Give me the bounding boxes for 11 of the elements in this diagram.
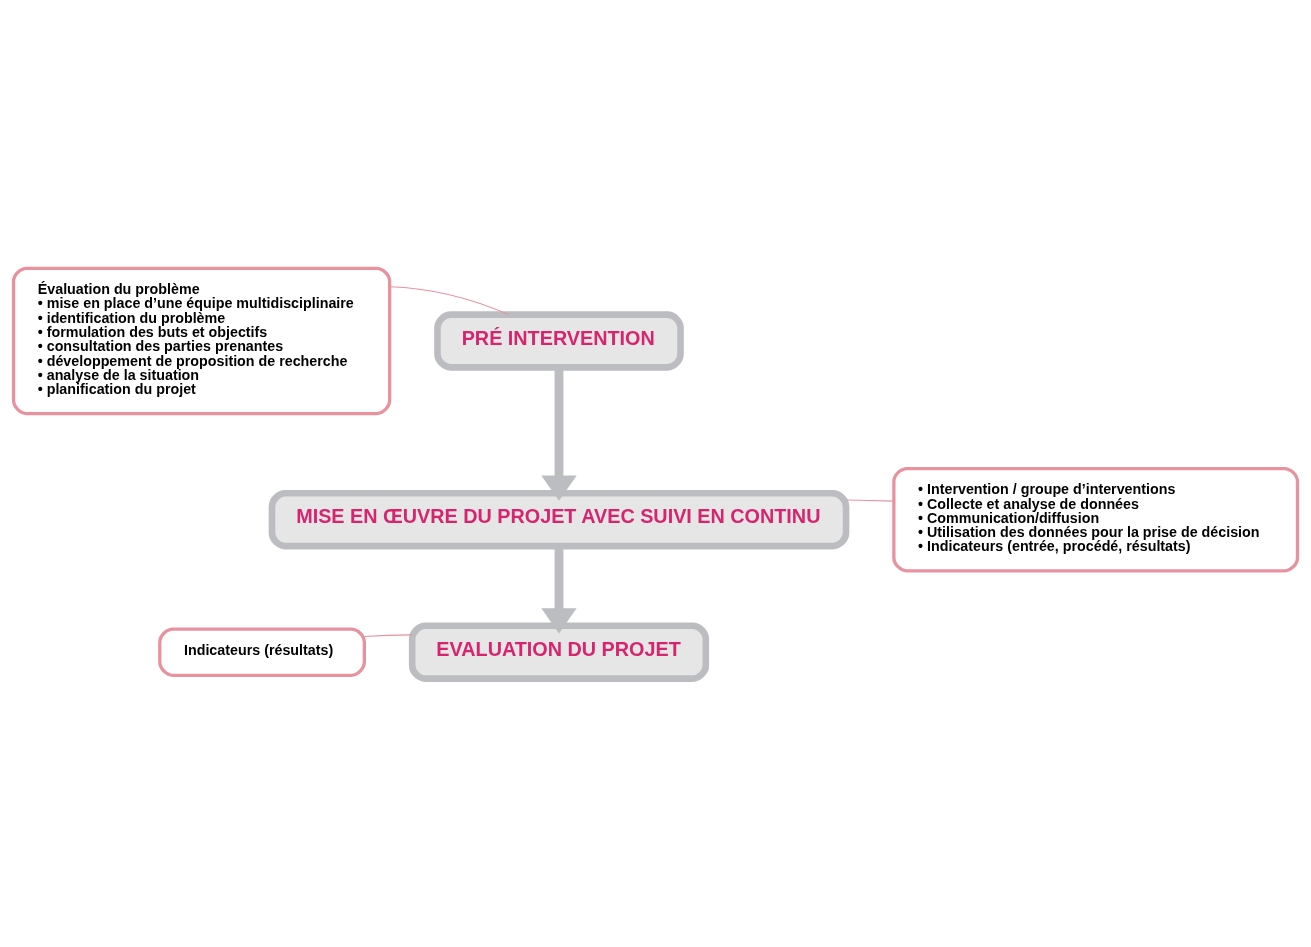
connector xyxy=(389,286,509,316)
node-box: EVALUATION DU PROJET xyxy=(408,622,710,682)
node-box: Indicateurs (résultats) xyxy=(158,627,366,677)
node-box: • Intervention / groupe d’interventions • Collecte et analyse de données • Communication/diffusion • Utilisation des données pour la prise de décision • Indicateurs (entrée, procédé, résultats) xyxy=(892,466,1300,573)
connector xyxy=(845,499,894,502)
arrow xyxy=(541,546,577,634)
arrow xyxy=(541,367,577,501)
node-box: MISE EN ŒUVRE DU PROJET AVEC SUIVI EN CONTINU xyxy=(268,490,850,550)
connector xyxy=(363,634,413,638)
node-box: PRÉ INTERVENTION xyxy=(434,311,684,371)
node-box: Évaluation du problème • mise en place d’une équipe multidisciplinaire • identification du problème • formulation des buts et objectifs • consultation des parties prenantes • développement de proposition de recherche • analyse de la situation • planification du projet xyxy=(11,266,392,416)
